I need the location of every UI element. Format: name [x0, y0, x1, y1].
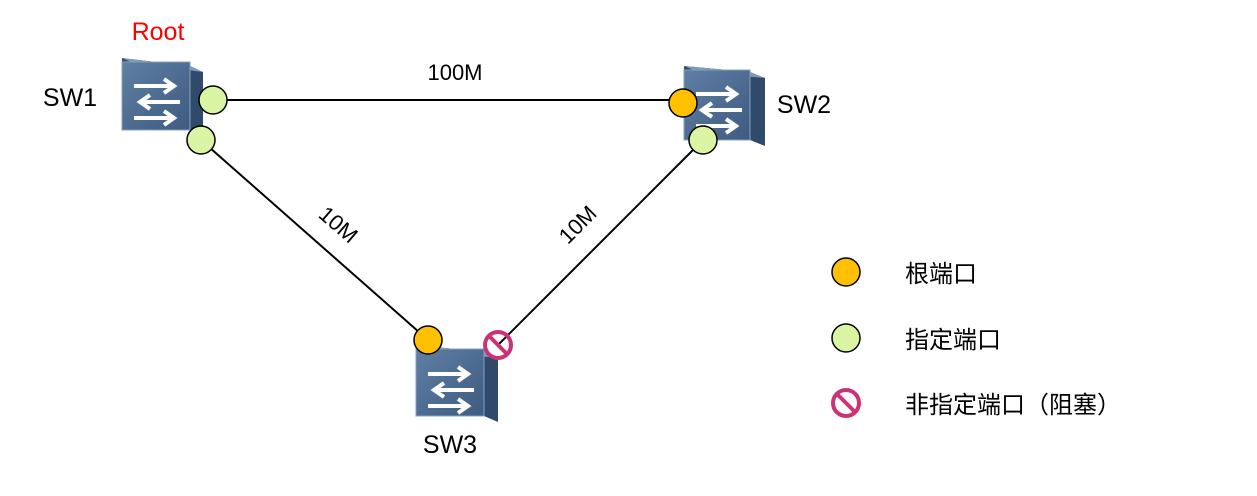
blocked-port-icon: [831, 388, 861, 418]
switch-sw1[interactable]: [121, 58, 203, 136]
switch-label-sw2: SW2: [777, 91, 831, 119]
switch-label-sw3: SW3: [423, 431, 477, 459]
root-port-icon: [831, 257, 861, 287]
link-sw1-sw3: [200, 139, 429, 341]
designated-port-icon[interactable]: [186, 125, 216, 155]
blocked-port-icon[interactable]: [483, 330, 513, 360]
legend: 根端口 指定端口 非指定端口（阻塞）: [831, 257, 1121, 419]
root-port-icon[interactable]: [668, 88, 698, 118]
link-label-sw1-sw2: 100M: [427, 60, 482, 85]
switch-label-sw1: SW1: [43, 84, 97, 112]
switch-arrows-icon: [426, 365, 476, 415]
legend-label-blocked-port: 非指定端口（阻塞）: [905, 392, 1121, 419]
switch-arrows-icon: [132, 77, 182, 127]
designated-port-icon[interactable]: [688, 125, 718, 155]
link-label-sw2-sw3: 10M: [554, 201, 602, 249]
legend-label-designated-port: 指定端口: [905, 327, 1001, 354]
legend-label-root-port: 根端口: [905, 261, 977, 288]
link-label-sw1-sw3: 10M: [314, 201, 363, 248]
designated-port-icon[interactable]: [198, 85, 228, 115]
link-sw2-sw3: [497, 139, 704, 346]
root-port-icon[interactable]: [413, 325, 443, 355]
root-label: Root: [132, 18, 185, 46]
switch-sw3[interactable]: [415, 345, 498, 422]
designated-port-icon: [831, 323, 861, 353]
